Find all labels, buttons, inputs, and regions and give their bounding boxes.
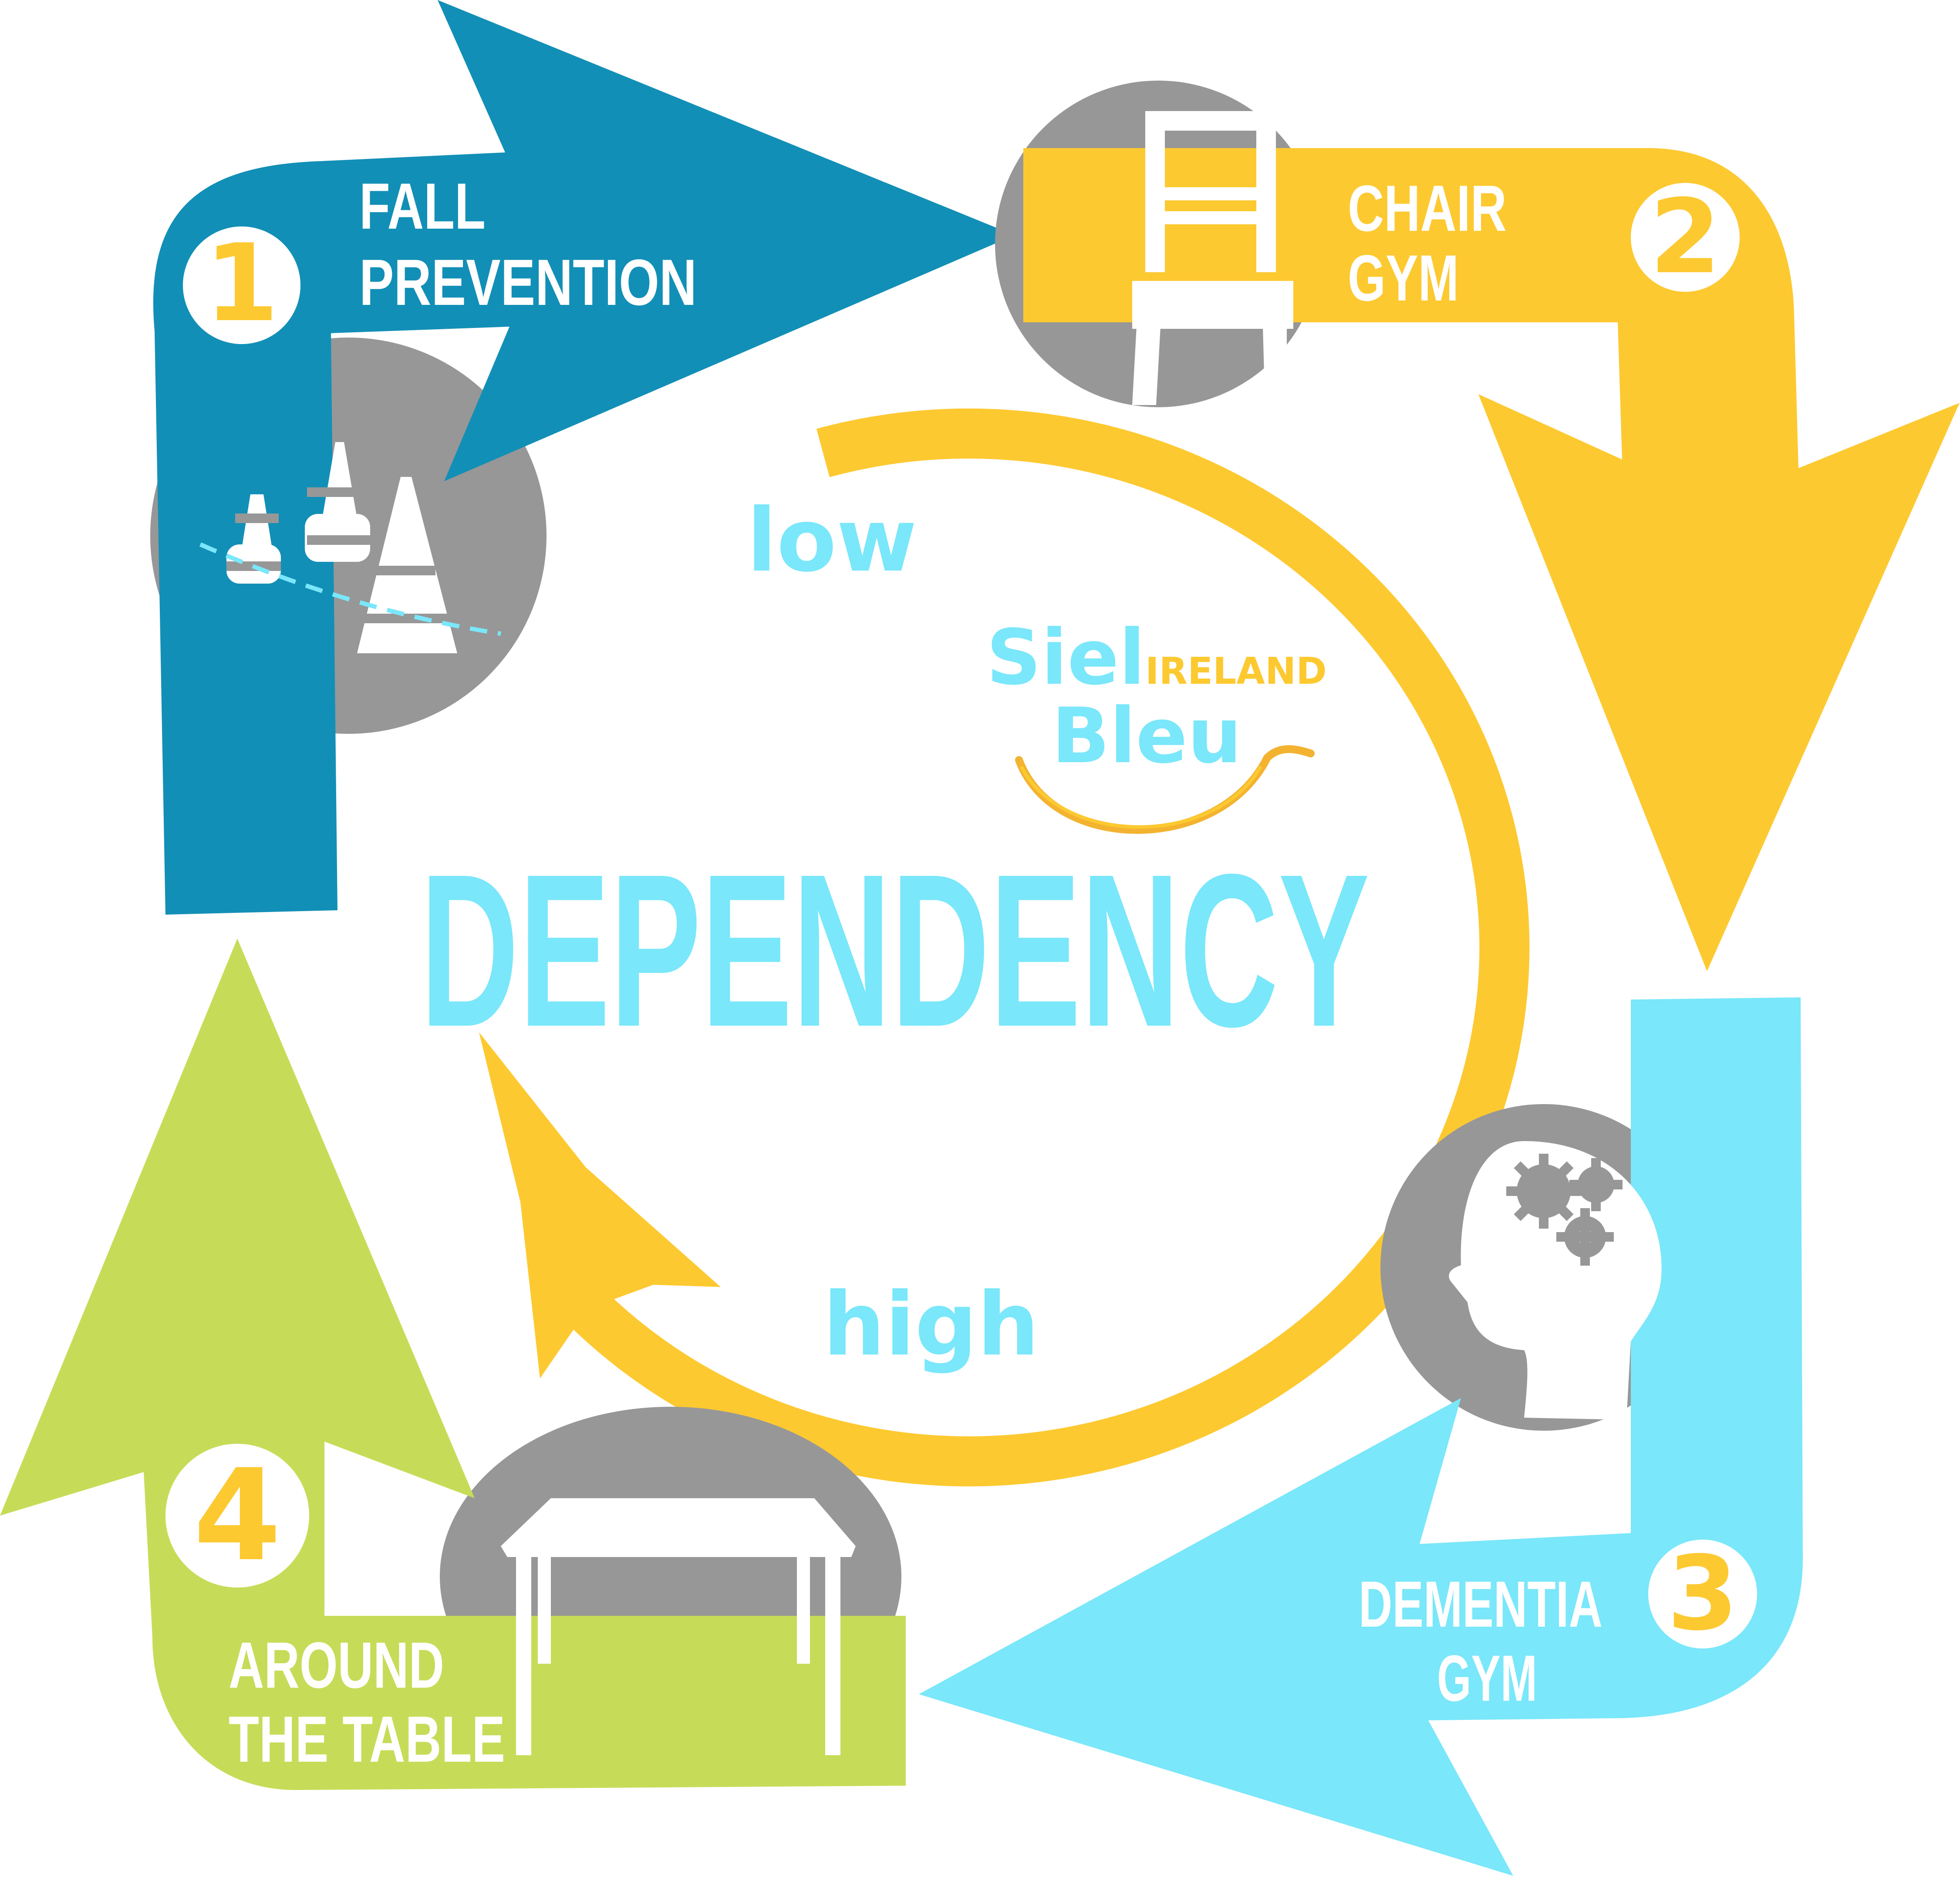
step-4-label-line1: AROUND [229,1628,444,1702]
step-2-label-line1: CHAIR [1348,172,1507,245]
head-gears-icon [1449,1141,1662,1420]
step-1-number: 1 [205,221,279,345]
step-3-number-badge [1648,1540,1757,1648]
chair-icon [1132,111,1293,405]
step-2-arrow [1023,148,1960,971]
step-2-chair-gym: 2 CHAIR GYM [995,81,1960,971]
step-2-number: 2 [1650,178,1721,297]
step-3-arrow [919,997,1803,1876]
step-3-label-line2: GYM [1437,1642,1537,1715]
low-dependency-label: low [747,490,917,591]
step-1-fall-prevention: 1 FALL PREVENTION [150,0,1015,915]
step-3-number: 3 [1667,1534,1738,1653]
traffic-cones-icon [199,442,501,653]
logo-siel: Siel [986,614,1145,702]
dependency-cycle-arrow [479,408,1530,1486]
step-1-arrow [153,0,1015,915]
step-2-label-line2: GYM [1348,241,1459,314]
step-1-number-badge [183,226,300,344]
table-icon [501,1498,856,1755]
dependency-title: DEPENDENCY [420,828,1370,1072]
siel-bleu-logo: Siel Bleu IRELAND [986,614,1327,834]
step-1-label-line2: PREVENTION [359,246,697,319]
step-3-label-line1: DEMENTIA [1359,1567,1602,1641]
step-4-around-the-table: 4 AROUND THE TABLE [0,939,906,1790]
step-1-label-line1: FALL [359,169,486,243]
step-4-number-badge [165,1444,309,1588]
step-4-label-line2: THE TABLE [229,1702,505,1776]
high-dependency-label: high [823,1274,1039,1375]
logo-ireland: IRELAND [1145,650,1327,693]
step-2-number-badge [1631,183,1740,292]
step-4-number: 4 [193,1442,281,1589]
step-3-dementia-gym: 3 DEMENTIA GYM [919,997,1803,1876]
logo-bleu: Bleu [1052,692,1242,780]
